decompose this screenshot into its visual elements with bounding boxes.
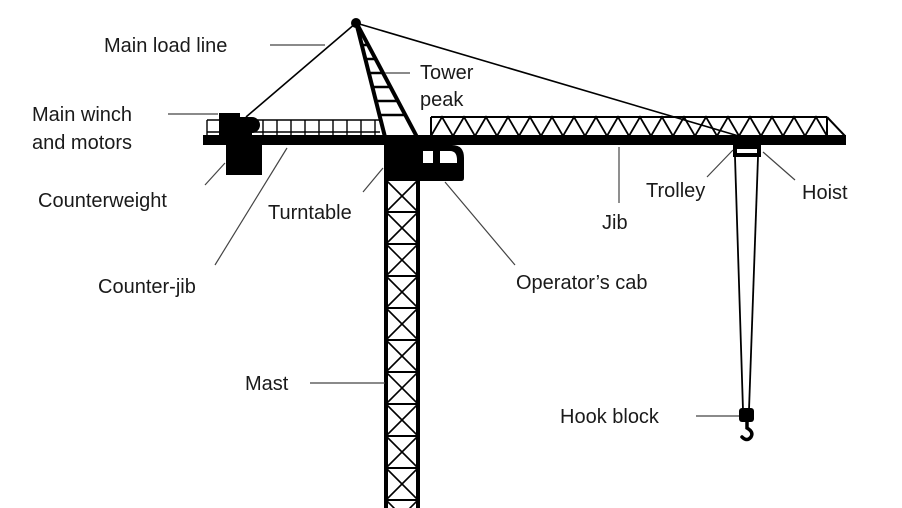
leader-turntable — [362, 167, 384, 193]
mast — [384, 178, 420, 508]
counterweight — [219, 113, 262, 175]
label-operators-cab: Operator’s cab — [516, 272, 648, 294]
main-winch — [238, 117, 260, 137]
mast-brace — [408, 499, 419, 508]
label-tower-peak-line1: Tower — [420, 62, 474, 84]
trolley — [733, 145, 761, 157]
leader-trolley — [706, 149, 734, 178]
leader-counterweight — [204, 162, 226, 186]
hook-block — [739, 408, 754, 442]
mast-brace — [385, 307, 419, 341]
mast-brace — [385, 499, 396, 508]
label-tower-peak-line2: peak — [420, 89, 464, 111]
mast-brace — [385, 435, 419, 469]
jib-truss-diagonals — [430, 115, 828, 138]
mast-brace — [385, 371, 419, 405]
label-hook-block: Hook block — [560, 406, 660, 428]
jib-truss — [430, 115, 846, 138]
label-counterweight: Counterweight — [38, 190, 167, 212]
leader-counter-jib — [214, 147, 288, 266]
label-main-winch-line1: Main winch — [32, 104, 132, 126]
mast-brace — [385, 179, 419, 213]
jib — [203, 135, 846, 145]
label-jib: Jib — [602, 212, 628, 234]
label-trolley: Trolley — [646, 180, 705, 202]
label-counter-jib: Counter-jib — [98, 276, 196, 298]
tower-peak — [351, 18, 419, 138]
label-main-winch-line2: and motors — [32, 132, 132, 154]
mast-brace — [385, 243, 419, 277]
jib-pendant-line — [355, 22, 743, 138]
mast-brace — [385, 339, 419, 373]
label-mast: Mast — [245, 373, 289, 395]
label-turntable: Turntable — [268, 202, 352, 224]
label-hoist: Hoist — [802, 182, 848, 204]
main-load-line — [245, 22, 357, 118]
operators-cab — [418, 145, 464, 181]
mast-brace — [385, 467, 419, 501]
mast-brace — [385, 403, 419, 437]
mast-brace — [385, 275, 419, 309]
leader-operators-cab — [444, 181, 516, 266]
turntable — [384, 140, 420, 180]
hoist-ropes — [734, 156, 759, 411]
label-main-load-line: Main load line — [104, 35, 227, 57]
leader-hoist — [762, 151, 796, 181]
mast-brace — [385, 211, 419, 245]
